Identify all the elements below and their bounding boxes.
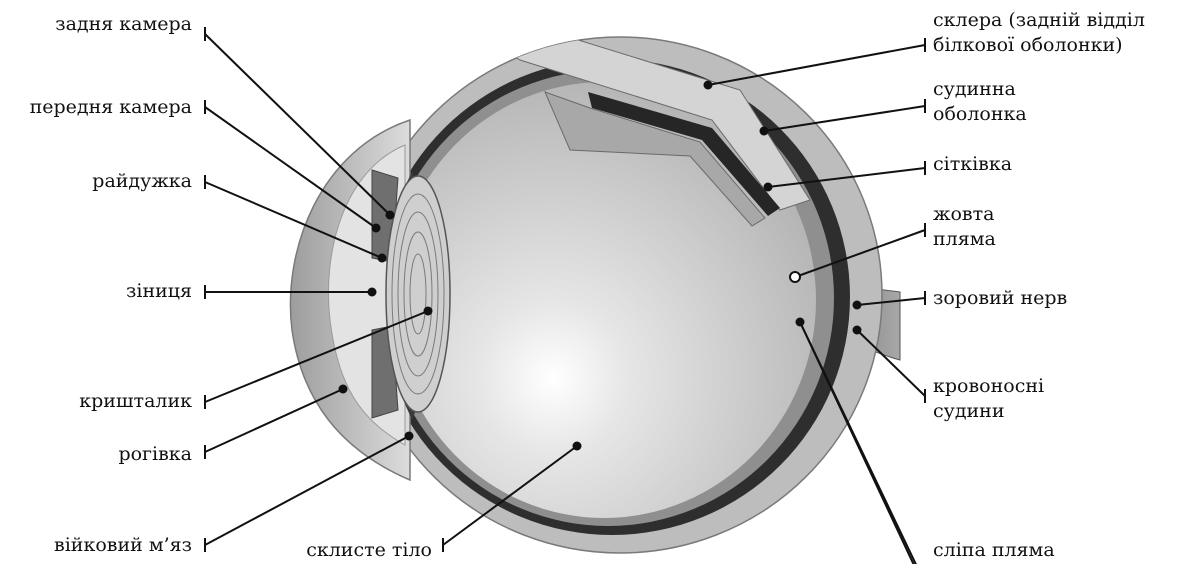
lens-shape	[386, 176, 450, 412]
label-sclera-line2: білкової оболонки)	[933, 34, 1123, 56]
label-blind-spot: сліпа пляма	[933, 539, 1055, 561]
label-choroid-line1: судинна	[933, 78, 1016, 100]
label-anterior-chamber: передня камера	[30, 96, 192, 118]
label-lens: кришталик	[79, 390, 192, 412]
label-ciliary-muscle: війковий м’яз	[54, 534, 192, 556]
label-posterior-chamber: задня камера	[55, 13, 192, 35]
label-choroid-line2: оболонка	[933, 103, 1027, 125]
label-macula-line2: пляма	[933, 228, 996, 250]
label-macula-line1: жовта	[933, 203, 994, 225]
label-retina: сітківка	[933, 153, 1012, 175]
leader-ciliary-muscle	[205, 432, 414, 553]
label-blood-vessels-line2: судини	[933, 400, 1005, 422]
label-cornea: рогівка	[118, 443, 192, 465]
label-vitreous-body: склисте тіло	[306, 539, 432, 561]
label-sclera-line1: склера (задній відділ	[933, 9, 1145, 31]
leader-posterior-chamber	[205, 27, 395, 220]
leader-cornea	[205, 385, 348, 460]
label-blood-vessels-line1: кровоносні	[933, 375, 1044, 397]
eyeball-illustration	[290, 22, 900, 553]
label-optic-nerve: зоровий нерв	[933, 287, 1067, 309]
label-iris: райдужка	[92, 170, 192, 192]
label-pupil: зіниця	[126, 280, 192, 302]
